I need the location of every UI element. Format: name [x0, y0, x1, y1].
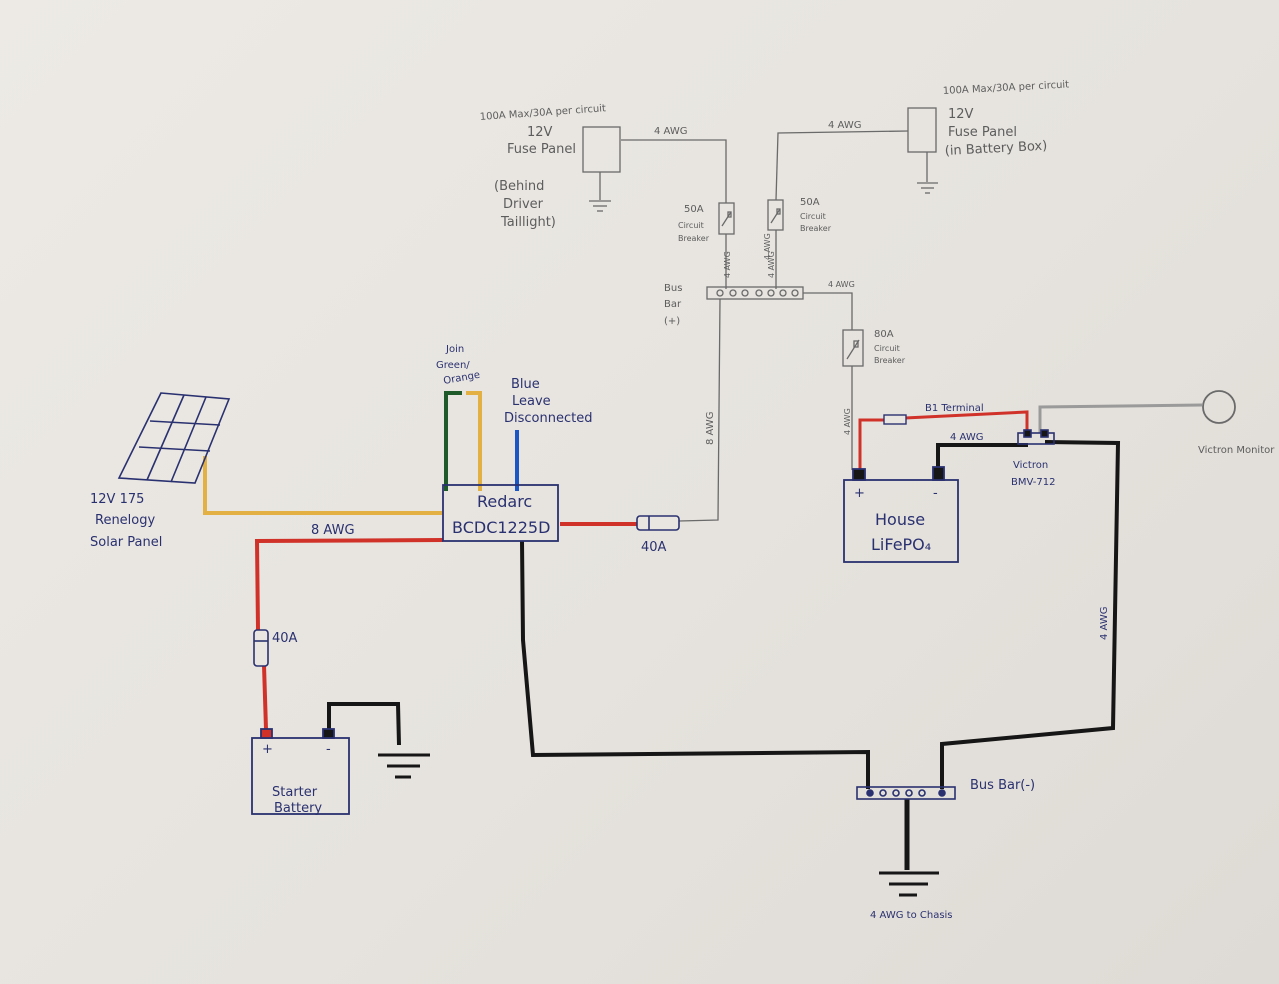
solar-line2: Renelogy [95, 513, 156, 528]
solar-panel-icon [117, 392, 231, 484]
ground-icon [378, 753, 430, 779]
house-pos: + [854, 486, 865, 501]
ground-icon [589, 200, 611, 212]
wire-red-b1 [858, 410, 1029, 470]
fuse-panel-right [907, 107, 937, 153]
wire-fuse-right-to-breaker [775, 130, 909, 201]
house-line1: House [875, 510, 925, 529]
bus-bar-negative [856, 786, 956, 800]
inline-fuse-40a-dcdc [636, 515, 680, 531]
blue-label-3: Disconnected [504, 411, 592, 426]
breaker-80a-rating: 80A [874, 329, 894, 340]
starter-line2: Battery [274, 801, 322, 816]
fuse-right-name: Fuse Panel [948, 125, 1017, 140]
wire-green [444, 391, 462, 491]
victron-monitor-icon [1202, 390, 1236, 424]
breaker-80a-line2: Breaker [874, 356, 906, 365]
house-battery [843, 466, 959, 563]
fuse-right-rating: 100A Max/30A per circuit [943, 79, 1070, 97]
breaker-80a-line1: Circuit [874, 344, 900, 353]
gauge-label-fuse-right: 4 AWG [828, 120, 861, 131]
wire-black-dcdc-ground [520, 540, 870, 789]
breaker-right-line1: Circuit [800, 212, 826, 221]
wire-solar-yellow [203, 456, 442, 515]
gauge-label-left-breaker-down: 4 AWG [723, 251, 732, 278]
pencil-wiring [599, 130, 928, 522]
bus-pos-line3: (+) [664, 316, 680, 327]
gauge-label-right-breaker-down: 4 AWG [767, 251, 776, 278]
bmv-line2: BMV-712 [1011, 477, 1055, 488]
fuse-left-location-1: (Behind [494, 179, 544, 194]
breaker-left-line2: Breaker [678, 234, 710, 243]
fuse-left-location-3: Taillight) [500, 215, 556, 230]
gauge-label-80a-house: 4 AWG [843, 408, 852, 435]
wire-red-starter-lower [262, 664, 268, 730]
gauge-label-8awg-dcdc: 8 AWG [705, 412, 716, 445]
gauge-label-house-shunt: 4 AWG [950, 432, 983, 443]
gauge-label-shunt-bus: 4 AWG [1099, 607, 1110, 640]
join-label-1: Join [445, 344, 464, 355]
wire-bus-to-dcdc-fuse [678, 298, 721, 522]
starter-pos: + [262, 742, 273, 757]
fuse-right-location: (in Battery Box) [944, 139, 1047, 159]
breaker-right-line2: Breaker [800, 224, 832, 233]
ground-icon [917, 182, 938, 194]
gauge-label-fuse-left: 4 AWG [654, 126, 687, 137]
ground-icon [879, 871, 939, 897]
fuse-40a-dcdc-label: 40A [641, 540, 667, 555]
wire-orange [466, 391, 482, 491]
fuse-left-rating: 100A Max/30A per circuit [479, 103, 606, 123]
pencil-labels: 100A Max/30A per circuit 12V Fuse Panel … [479, 79, 1069, 445]
victron-shunt-icon [1017, 429, 1055, 445]
house-neg: - [933, 486, 938, 501]
blue-label-1: Blue [511, 377, 540, 392]
fuse-right-voltage: 12V [948, 107, 974, 122]
dcdc-line2: BCDC1225D [452, 518, 550, 537]
bus-neg-label: Bus Bar(-) [970, 778, 1035, 793]
breaker-right-rating: 50A [800, 197, 820, 208]
redarc-dcdc-box [442, 484, 559, 542]
fuse-panel-left [582, 126, 621, 173]
fuse-40a-starter-label: 40A [272, 631, 298, 646]
starter-line1: Starter [272, 785, 318, 800]
fuse-left-name: Fuse Panel [507, 142, 576, 157]
blue-label-2: Leave [512, 394, 551, 409]
fuse-left-location-2: Driver [503, 197, 544, 212]
bus-pos-line2: Bar [664, 299, 682, 310]
wire-fuse-left-to-breaker [621, 139, 727, 203]
bus-pos-line1: Bus [664, 283, 682, 294]
inline-fuse-40a-starter [253, 629, 269, 667]
breaker-80a-icon [842, 329, 864, 367]
wire-black-starter-ground [327, 702, 401, 746]
gauge-label-bus-80a: 4 AWG [828, 280, 855, 289]
wire-monitor-gray [1038, 403, 1203, 433]
breaker-right-icon [767, 199, 784, 231]
house-line2: LiFePO₄ [871, 535, 931, 554]
ink-labels: Join Green/ Orange Blue Leave Disconnect… [90, 344, 1275, 921]
breaker-left-rating: 50A [684, 204, 704, 215]
starter-neg: - [326, 742, 331, 757]
b1-fuse-icon [883, 414, 907, 425]
dcdc-line1: Redarc [477, 492, 532, 511]
wire-bus-to-80a [803, 292, 853, 330]
wire-black-shunt [936, 440, 1121, 789]
gauge-label-8awg-starter: 8 AWG [311, 523, 355, 538]
b1-terminal-label: B1 Terminal [925, 403, 984, 414]
bus-bar-positive [706, 286, 804, 300]
solar-line1: 12V 175 [90, 492, 144, 507]
bmv-line1: Victron [1013, 460, 1048, 471]
starter-battery [251, 728, 350, 815]
breaker-left-line1: Circuit [678, 221, 704, 230]
ground-chassis-label: 4 AWG to Chasis [870, 910, 953, 921]
gauge-label-left-breaker-side: 4 AWG [763, 233, 772, 260]
wire-red-starter [254, 538, 444, 631]
fuse-left-voltage: 12V [527, 125, 553, 140]
breaker-left-icon [718, 202, 735, 235]
solar-line3: Solar Panel [90, 535, 162, 550]
join-label-2: Green/ [436, 360, 470, 371]
victron-monitor-label: Victron Monitor [1198, 445, 1275, 456]
join-label-3: Orange [443, 370, 481, 387]
